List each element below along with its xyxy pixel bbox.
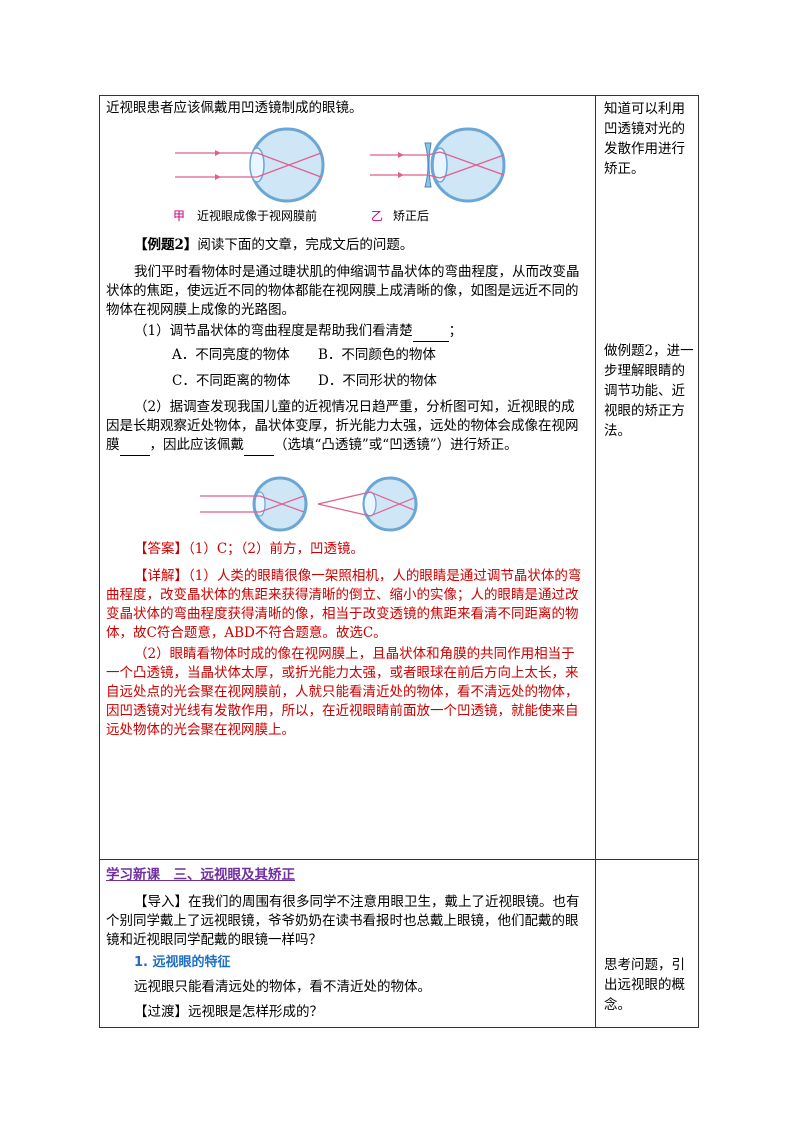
- question-2: （2）据调查发现我国儿童的近视情况日趋严重，分析图可知，近视眼的成因是长期观察近…: [106, 398, 588, 456]
- side-note-1: 知道可以利用凹透镜对光的发散作用进行矫正。: [604, 101, 685, 177]
- detail-1: 【详解】（1）人类的眼睛很像一架照相机，人的眼睛是通过调节晶状体的弯曲程度，改变…: [106, 567, 588, 643]
- question-1: （1）调节晶状体的弯曲程度是帮助我们看清楚 ；: [106, 322, 588, 342]
- lesson-table: [99, 95, 699, 1028]
- q2-blank-2: [244, 436, 274, 456]
- option-a: A．不同亮度的物体: [172, 347, 290, 363]
- option-b: B．不同颜色的物体: [318, 347, 436, 363]
- option-d: D．不同形状的物体: [318, 373, 437, 389]
- corrected-eye-figure: [370, 127, 506, 203]
- focusing-figure: [200, 476, 418, 532]
- caption-b-text: 矫正后: [393, 209, 430, 223]
- intro-paragraph: 【导入】在我们的周围有很多同学不注意用眼卫生，戴上了近视眼镜。也有个别同学戴上了…: [106, 893, 588, 950]
- answer: 【答案】（1）C；（2）前方，凹透镜。: [106, 540, 588, 559]
- intro-label: 【导入】: [134, 894, 188, 910]
- q1-end: ；: [448, 323, 463, 339]
- section-heading: 学习新课 三、远视眼及其矫正: [106, 867, 295, 883]
- row-divider: [99, 859, 699, 860]
- transition: 【过渡】远视眼是怎样形成的？: [106, 1003, 588, 1022]
- q2-part-b: ，因此应该佩戴: [149, 437, 245, 453]
- example-label: 【例题2】: [134, 237, 198, 253]
- q1-text: （1）调节晶状体的弯曲程度是帮助我们看清楚: [134, 323, 413, 339]
- passage: 我们平时看物体时是通过睫状肌的伸缩调节晶状体的弯曲程度，从而改变晶状体的焦距，使…: [106, 264, 580, 318]
- sub-heading: 1. 远视眼的特征: [134, 955, 231, 970]
- detail-1-text: （1）人类的眼睛很像一架照相机，人的眼睛是通过调节晶状体的弯曲程度，改变晶状体的…: [106, 568, 582, 641]
- feature-text: 远视眼只能看清远处的物体，看不清近处的物体。: [134, 979, 431, 995]
- caption-a-mark: 甲: [173, 209, 186, 223]
- transition-text: 远视眼是怎样形成的？: [188, 1004, 323, 1020]
- example-text: 阅读下面的文章，完成文后的问题。: [197, 237, 414, 253]
- caption-b-mark: 乙: [371, 209, 384, 223]
- column-divider: [595, 95, 596, 1028]
- myopia-eye-figure: [175, 127, 325, 203]
- intro-paragraph-text: 在我们的周围有很多同学不注意用眼卫生，戴上了近视眼镜。也有个别同学戴上了远视眼镜…: [106, 894, 580, 948]
- transition-label: 【过渡】: [134, 1004, 188, 1020]
- q2-blank-1: [119, 436, 150, 456]
- side-note-2: 做例题2，进一步理解眼睛的调节功能、近视眼的矫正方法。: [604, 343, 694, 439]
- answer-text: （1）C；（2）前方，凹透镜。: [188, 541, 365, 557]
- example-line: 【例题2】阅读下面的文章，完成文后的问题。: [106, 236, 588, 255]
- q2-part-c: （选填“凸透镜”或“凹透镜”）进行矫正。: [274, 437, 518, 453]
- caption-a-text: 近视眼成像于视网膜前: [197, 209, 318, 223]
- detail-2: （2）眼睛看物体时成的像在视网膜上，且晶状体和角膜的共同作用相当于一个凸透镜，当…: [106, 646, 579, 738]
- answer-label: 【答案】: [134, 541, 188, 557]
- option-c: C．不同距离的物体: [172, 373, 291, 389]
- detail-label: 【详解】: [134, 568, 188, 584]
- intro-text: 近视眼患者应该佩戴用凹透镜制成的眼镜。: [106, 100, 363, 116]
- q2-part-a: （2）据调查发现我国儿童的近视情况日趋严重，分析图可知，近视眼的成因是长期观察近…: [106, 399, 579, 453]
- side-note-3: 思考问题，引出远视眼的概念。: [604, 957, 685, 1013]
- q1-blank: [412, 322, 449, 342]
